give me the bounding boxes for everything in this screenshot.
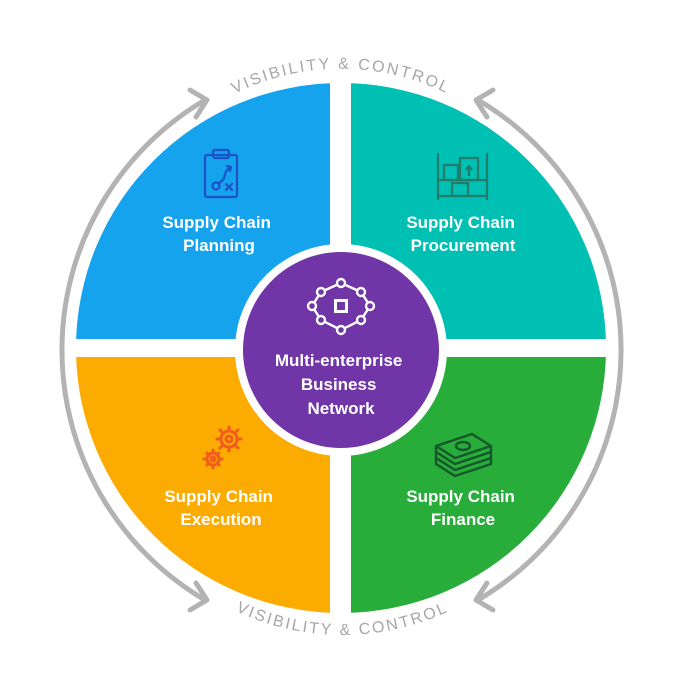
finance-label: Supply Chain Finance [406, 487, 519, 529]
outer-ring [59, 97, 624, 603]
arrowhead-top-left-icon [187, 87, 210, 120]
warehouse-boxes-icon [436, 153, 489, 200]
clipboard-path-icon [203, 148, 239, 199]
planning-label: Supply Chain Planning [162, 213, 275, 255]
gears-icon [202, 425, 243, 470]
execution-label: Supply Chain Execution [164, 487, 277, 529]
arrowhead-top-right-icon [473, 87, 496, 120]
ring-arrowheads [187, 87, 496, 613]
money-stack-icon [434, 432, 493, 478]
bottom-caption: VISIBILITY & CONTROL [234, 599, 451, 639]
procurement-label: Supply Chain Procurement [406, 213, 519, 255]
arrowhead-bottom-left-icon [187, 580, 210, 613]
arrowhead-bottom-right-icon [473, 580, 496, 613]
top-caption: VISIBILITY & CONTROL [229, 56, 453, 98]
center-label: Multi-enterprise Business Network [275, 351, 407, 418]
ring-arc-right [475, 97, 624, 603]
ring-arc-left [59, 97, 208, 603]
network-nodes-icon [306, 277, 376, 336]
center-circle[interactable] [243, 252, 439, 448]
